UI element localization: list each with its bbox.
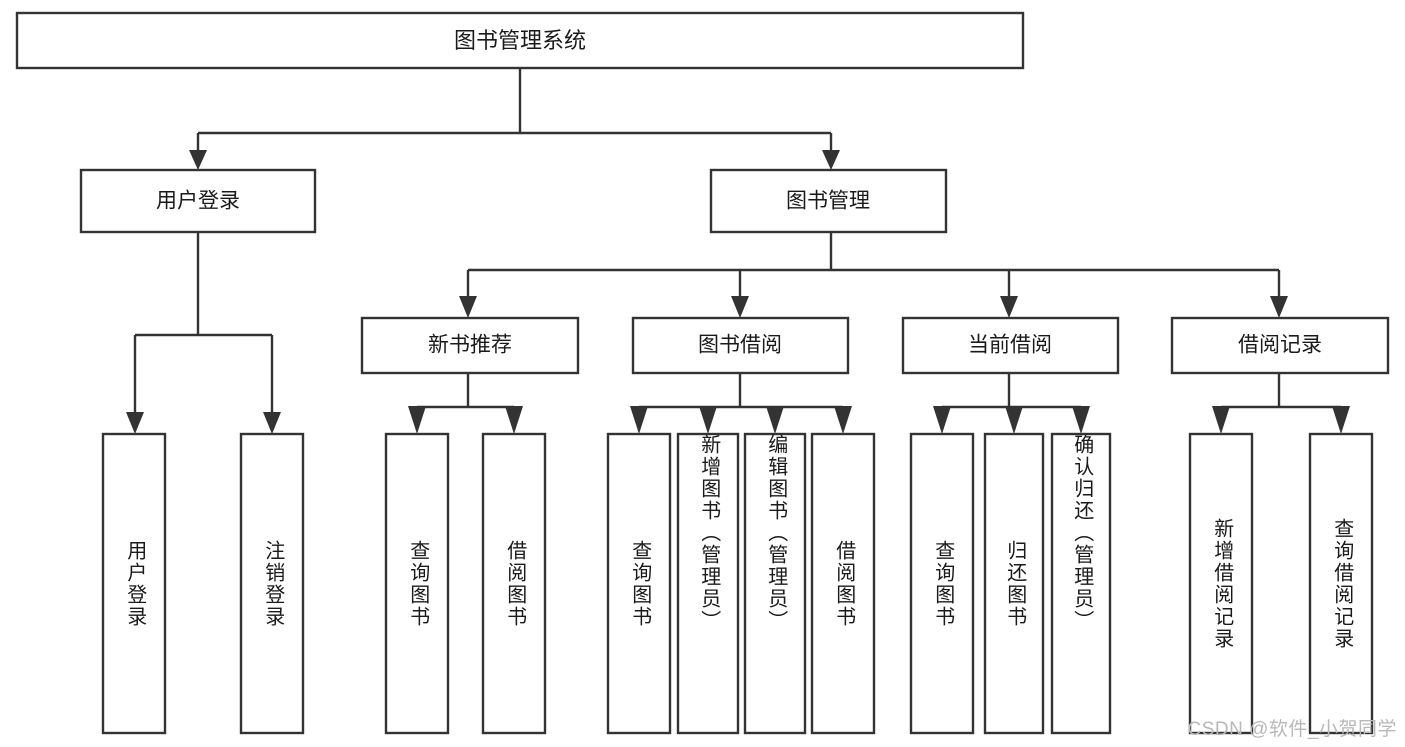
leaf-borrow-book-br-box[interactable]	[810, 432, 876, 735]
node-user-login[interactable]: 用户登录	[79, 168, 317, 234]
arrowhead-leaf-edit-book	[766, 406, 784, 434]
node-root-box[interactable]	[15, 11, 1025, 70]
arrowhead-user-login	[189, 150, 207, 170]
arrowhead-leaf-logout	[263, 412, 281, 434]
arrowhead-leaf-query-book-br	[630, 406, 648, 434]
leaf-layer	[101, 432, 1374, 735]
node-book-manage-label: 图书管理	[786, 190, 870, 213]
leaf-add-record-box[interactable]	[1188, 432, 1254, 735]
arrowhead-leaf-return-book	[1005, 406, 1023, 434]
arrowhead-leaf-query-book-cb	[933, 406, 951, 434]
node-user-login-box[interactable]	[79, 168, 317, 234]
node-book-borrow-label: 图书借阅	[698, 334, 782, 357]
node-current-borrow-label: 当前借阅	[968, 334, 1052, 357]
leaf-logout-box[interactable]	[239, 432, 305, 735]
node-borrow-record-box[interactable]	[1170, 316, 1390, 375]
leaf-query-book-cb-box[interactable]	[909, 432, 975, 735]
leaf-add-book-box[interactable]	[676, 432, 740, 735]
arrowhead-leaf-add-book	[699, 406, 717, 434]
arrowhead-leaf-query-book-rec	[408, 406, 426, 434]
arrowhead-new-book-rec	[459, 296, 477, 318]
node-root[interactable]: 图书管理系统	[15, 11, 1025, 70]
node-new-book-rec-box[interactable]	[360, 316, 580, 375]
node-user-login-label: 用户登录	[156, 190, 240, 213]
node-book-manage[interactable]: 图书管理	[709, 168, 948, 234]
arrowhead-borrow-record	[1270, 296, 1288, 318]
leaf-query-record-box[interactable]	[1308, 432, 1374, 735]
node-new-book-rec-label: 新书推荐	[428, 334, 512, 357]
arrowhead-book-borrow	[731, 296, 749, 318]
node-borrow-record[interactable]: 借阅记录	[1170, 316, 1390, 375]
arrowhead-book-manage	[822, 150, 840, 170]
node-new-book-rec[interactable]: 新书推荐	[360, 316, 580, 375]
arrowhead-leaf-query-record	[1332, 406, 1350, 434]
leaf-confirm-return-box[interactable]	[1050, 432, 1112, 735]
node-current-borrow-box[interactable]	[901, 316, 1120, 375]
leaf-query-book-rec-box[interactable]	[384, 432, 450, 735]
leaf-return-book-box[interactable]	[983, 432, 1045, 735]
leaf-user-login-box[interactable]	[101, 432, 167, 735]
leaf-edit-book-box[interactable]	[743, 432, 807, 735]
arrowhead-leaf-borrow-book-br	[834, 406, 852, 434]
leaf-query-book-br-box[interactable]	[606, 432, 672, 735]
arrowhead-leaf-user-login	[126, 412, 144, 434]
node-book-manage-box[interactable]	[709, 168, 948, 234]
arrowhead-leaf-borrow-book-rec	[505, 406, 523, 434]
node-book-borrow-box[interactable]	[631, 316, 850, 375]
arrowhead-leaf-add-record	[1212, 406, 1230, 434]
node-root-label: 图书管理系统	[454, 28, 586, 53]
connector-layer	[126, 68, 1350, 434]
node-book-borrow[interactable]: 图书借阅	[631, 316, 850, 375]
node-current-borrow[interactable]: 当前借阅	[901, 316, 1120, 375]
arrowhead-leaf-confirm-return	[1072, 406, 1090, 434]
arrowhead-current-borrow	[1000, 296, 1018, 318]
watermark-text: CSDN @软件_小贺同学	[1187, 719, 1397, 740]
node-borrow-record-label: 借阅记录	[1238, 334, 1322, 357]
leaf-borrow-book-rec-box[interactable]	[481, 432, 547, 735]
